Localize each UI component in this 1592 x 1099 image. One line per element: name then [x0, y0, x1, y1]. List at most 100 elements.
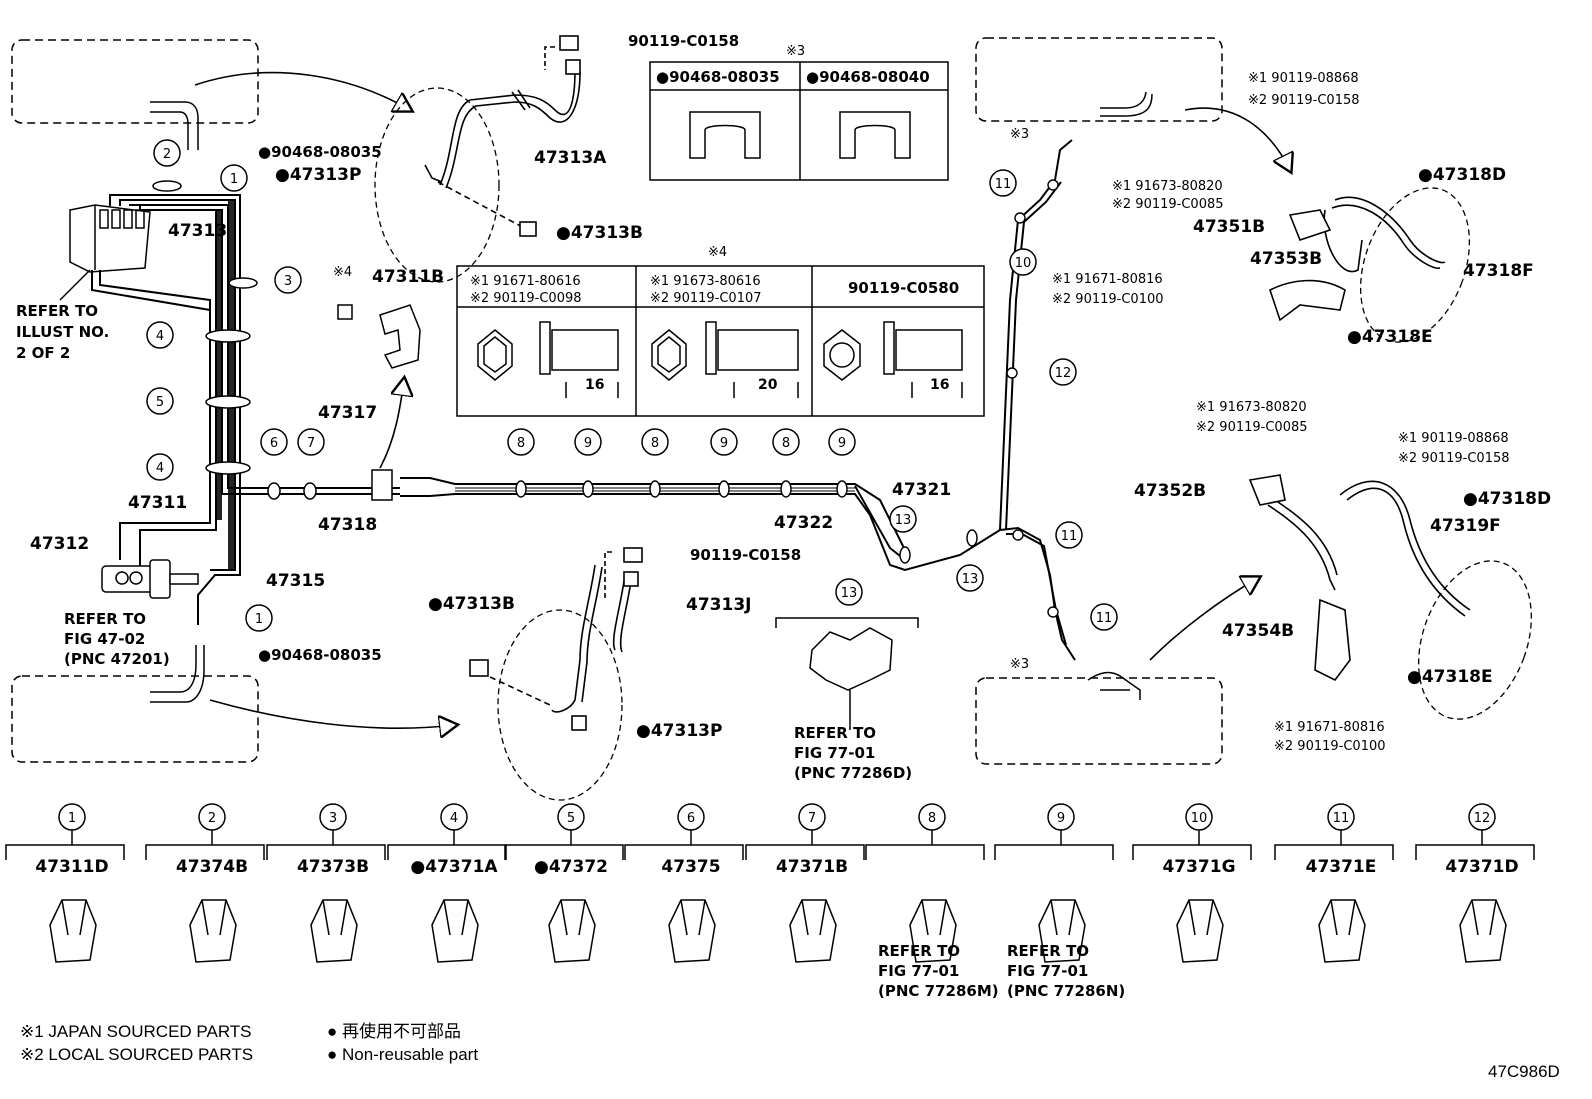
label-47313j: 47313J: [686, 595, 751, 615]
reference-number: 2: [153, 139, 181, 167]
reference-number: 11: [1090, 603, 1118, 631]
reference-number-text: 8: [651, 436, 659, 451]
label-47313: 47313: [168, 221, 227, 241]
arrow-clip-up: [379, 380, 404, 469]
refer-fig47-1: REFER TO: [64, 610, 146, 628]
rl-bolt-c1: ※1 91671-80816: [1274, 720, 1385, 735]
reference-number-text: 9: [584, 436, 592, 451]
detail-circle-front-left: [374, 87, 500, 283]
refer-illust-3: 2 OF 2: [16, 344, 70, 362]
bolt-col2-b: ※2 90119-C0107: [650, 291, 762, 306]
label-47353b: 47353B: [1250, 249, 1322, 269]
parts-row-item: 4●47371A: [387, 803, 507, 963]
label-47317: 47317: [318, 403, 377, 423]
parts-row-item: 5●47372: [504, 803, 624, 963]
label-90119-c0158-bottom: 90119-C0158: [690, 546, 801, 564]
clip-table-col1: ●90468-08035: [656, 68, 780, 86]
parts-row-item: 2 47374B: [145, 803, 265, 963]
parts-row-number: 12: [1474, 811, 1491, 826]
refer-fig77-3: (PNC 77286D): [794, 764, 912, 782]
reference-number: 1: [220, 164, 248, 192]
ru-bolt-c1: ※1 91671-80816: [1052, 272, 1163, 287]
legend-mark2: ※2 LOCAL SOURCED PARTS: [20, 1045, 253, 1064]
parts-row-number: 10: [1191, 811, 1208, 826]
label-47313b-top: ●47313B: [556, 223, 643, 243]
parts-row-part-number: 47371B: [776, 857, 848, 877]
reference-number-text: 11: [995, 177, 1012, 192]
reference-number-text: 13: [841, 586, 858, 601]
label-90468-bottom: ●90468-08035: [258, 646, 382, 664]
bolt-len2: 20: [758, 377, 778, 393]
rl-bolt-b2: ※2 90119-C0085: [1196, 420, 1308, 435]
refer-fig47-3: (PNC 47201): [64, 650, 170, 668]
reference-number: 4: [146, 453, 174, 481]
parts-row-refer: (PNC 77286N): [1007, 982, 1125, 1000]
parts-row-part-number: 47311D: [35, 857, 108, 877]
reference-number: 8: [641, 428, 669, 456]
parts-row-number: 2: [208, 811, 216, 826]
reference-number: 10: [1009, 248, 1037, 276]
label-mark3-bottom: ※3: [1010, 657, 1029, 672]
reference-number-text: 6: [270, 436, 278, 451]
ru-bolt-c2: ※2 90119-C0100: [1052, 292, 1164, 307]
refer-fig77-1: REFER TO: [794, 724, 876, 742]
label-47351b: 47351B: [1193, 217, 1265, 237]
wheel-box-rear-left: [11, 675, 259, 763]
reference-number-text: 11: [1096, 611, 1113, 626]
bolt-len3: 16: [930, 377, 949, 393]
parts-row-refer: (PNC 77286M): [878, 982, 999, 1000]
bolt-col3: 90119-C0580: [848, 279, 959, 297]
reference-number: 4: [146, 321, 174, 349]
reference-number: 9: [828, 428, 856, 456]
label-47322: 47322: [774, 513, 833, 533]
ru-bolt-a2: ※2 90119-C0158: [1248, 93, 1360, 108]
parts-row-part-number: 47371E: [1306, 857, 1377, 877]
reference-number: 11: [989, 169, 1017, 197]
arrow-rear-left: [209, 699, 455, 728]
label-47352b: 47352B: [1134, 481, 1206, 501]
arrow-front-right: [1184, 107, 1290, 170]
bolt-col1-a: ※1 91671-80616: [470, 274, 581, 289]
reference-number-text: 8: [517, 436, 525, 451]
parts-row-part-number: ●47372: [534, 857, 608, 877]
parts-row-number: 4: [450, 811, 458, 826]
clip-table-col2: ●90468-08040: [806, 68, 930, 86]
parts-row-refer: FIG 77-01: [1007, 962, 1088, 980]
parts-row-refer: REFER TO: [878, 942, 960, 960]
reference-number-text: 4: [156, 461, 164, 476]
parts-row-item: 10 47371G: [1132, 803, 1252, 963]
parts-row-part-number: 47374B: [176, 857, 248, 877]
parts-row-part-number: 47371D: [1445, 857, 1518, 877]
wheel-box-front-right: [975, 37, 1223, 122]
label-90468-top: ●90468-08035: [258, 143, 382, 161]
legend-non-reusable-en: ● Non-reusable part: [327, 1045, 478, 1064]
label-47319f: 47319F: [1430, 516, 1501, 536]
reference-number-text: 5: [156, 395, 164, 410]
union-connector: [371, 469, 393, 501]
reference-number-text: 1: [255, 612, 263, 627]
clip-13: [775, 617, 919, 730]
parts-row-item: 3 47373B: [266, 803, 386, 963]
label-47318e-top: ●47318E: [1347, 327, 1433, 347]
refer-illust-2: ILLUST NO.: [16, 323, 109, 341]
parts-row-part-number: 47373B: [297, 857, 369, 877]
reference-number-text: 11: [1061, 529, 1078, 544]
label-47318f: 47318F: [1463, 261, 1534, 281]
bolt-table-mark: ※4: [708, 245, 727, 260]
bolt-col2-a: ※1 91673-80616: [650, 274, 761, 289]
legend-non-reusable-jp: ● 再使用不可部品: [327, 1021, 461, 1041]
clip-table-mark: ※3: [786, 44, 805, 59]
parts-row-part-number: 47371G: [1162, 857, 1235, 877]
wheel-box-front-left: [11, 39, 259, 124]
parts-row-number: 6: [687, 811, 695, 826]
legend-mark1: ※1 JAPAN SOURCED PARTS: [20, 1022, 252, 1041]
reference-number: 5: [146, 387, 174, 415]
clip-table: [649, 61, 949, 181]
parts-row-number: 11: [1333, 811, 1350, 826]
parts-row-number: 3: [329, 811, 337, 826]
label-mark4-left: ※4: [333, 265, 352, 280]
reference-number-text: 12: [1055, 366, 1072, 381]
refer-illust-1: REFER TO: [16, 302, 98, 320]
reference-number: 12: [1049, 358, 1077, 386]
